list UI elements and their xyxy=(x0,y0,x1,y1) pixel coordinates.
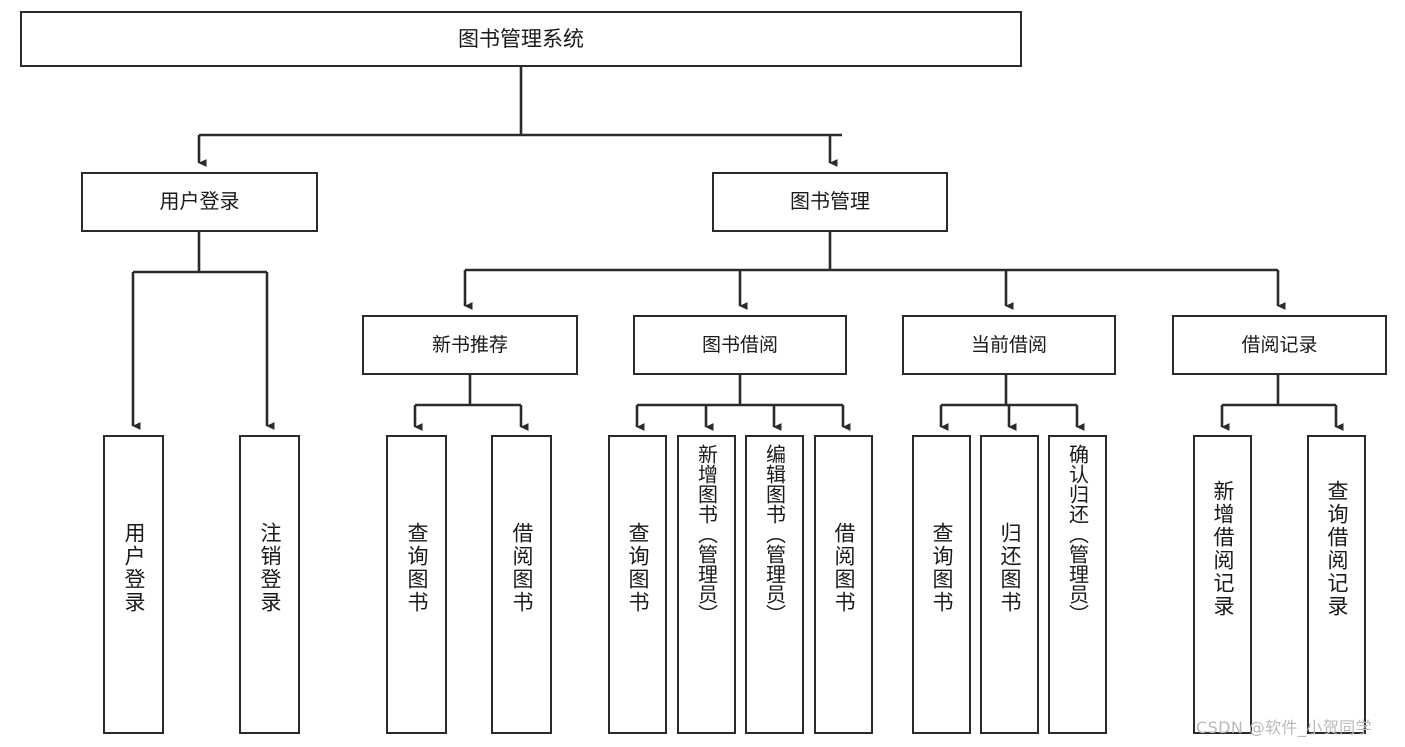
node-label: 注销登录 xyxy=(258,522,282,614)
node-current-borrow[interactable]: 当前借阅 xyxy=(902,315,1116,375)
node-label: 新书推荐 xyxy=(431,333,508,356)
leaf-user-login[interactable]: 用户登录 xyxy=(103,435,164,734)
leaf-borrow-book-recommend[interactable]: 借阅图书 xyxy=(491,435,552,734)
leaf-add-borrow-record[interactable]: 新增借阅记录 xyxy=(1193,435,1252,734)
node-label: 用户登录 xyxy=(159,189,240,214)
node-label: 新增图书（管理员） xyxy=(694,444,719,624)
node-new-book-recommendation[interactable]: 新书推荐 xyxy=(362,315,578,375)
node-label: 新增借阅记录 xyxy=(1211,480,1235,618)
node-label: 图书管理 xyxy=(790,189,870,214)
node-label: 借阅图书 xyxy=(832,522,856,614)
node-label: 当前借阅 xyxy=(970,333,1047,356)
node-label: 编辑图书（管理员） xyxy=(762,444,787,624)
leaf-query-book-borrow[interactable]: 查询图书 xyxy=(608,435,667,734)
leaf-return-book[interactable]: 归还图书 xyxy=(980,435,1039,734)
node-book-borrow[interactable]: 图书借阅 xyxy=(633,315,847,375)
node-label: 查询图书 xyxy=(930,522,954,614)
node-label: 用户登录 xyxy=(122,522,146,614)
node-label: 图书管理系统 xyxy=(458,26,584,51)
node-label: 图书借阅 xyxy=(701,333,778,356)
node-borrow-record[interactable]: 借阅记录 xyxy=(1172,315,1387,375)
node-user-login[interactable]: 用户登录 xyxy=(81,172,318,232)
leaf-user-logout[interactable]: 注销登录 xyxy=(239,435,300,734)
node-label: 借阅图书 xyxy=(510,522,534,614)
csdn-watermark: CSDN @软件_小贺同学 xyxy=(1196,718,1372,737)
node-label: 借阅记录 xyxy=(1241,333,1318,356)
node-book-management[interactable]: 图书管理 xyxy=(712,172,948,232)
node-label: 归还图书 xyxy=(998,522,1022,614)
node-label: 确认归还（管理员） xyxy=(1065,444,1090,624)
leaf-add-book-admin[interactable]: 新增图书（管理员） xyxy=(677,435,736,734)
node-label: 查询图书 xyxy=(626,522,650,614)
leaf-query-book-recommend[interactable]: 查询图书 xyxy=(386,435,447,734)
leaf-confirm-return-admin[interactable]: 确认归还（管理员） xyxy=(1048,435,1107,734)
node-label: 查询借阅记录 xyxy=(1325,480,1349,618)
node-root-book-management-system[interactable]: 图书管理系统 xyxy=(20,11,1022,67)
node-label: 查询图书 xyxy=(405,522,429,614)
leaf-edit-book-admin[interactable]: 编辑图书（管理员） xyxy=(745,435,804,734)
leaf-query-book-current[interactable]: 查询图书 xyxy=(912,435,971,734)
leaf-borrow-book[interactable]: 借阅图书 xyxy=(814,435,873,734)
leaf-query-borrow-record[interactable]: 查询借阅记录 xyxy=(1307,435,1366,734)
